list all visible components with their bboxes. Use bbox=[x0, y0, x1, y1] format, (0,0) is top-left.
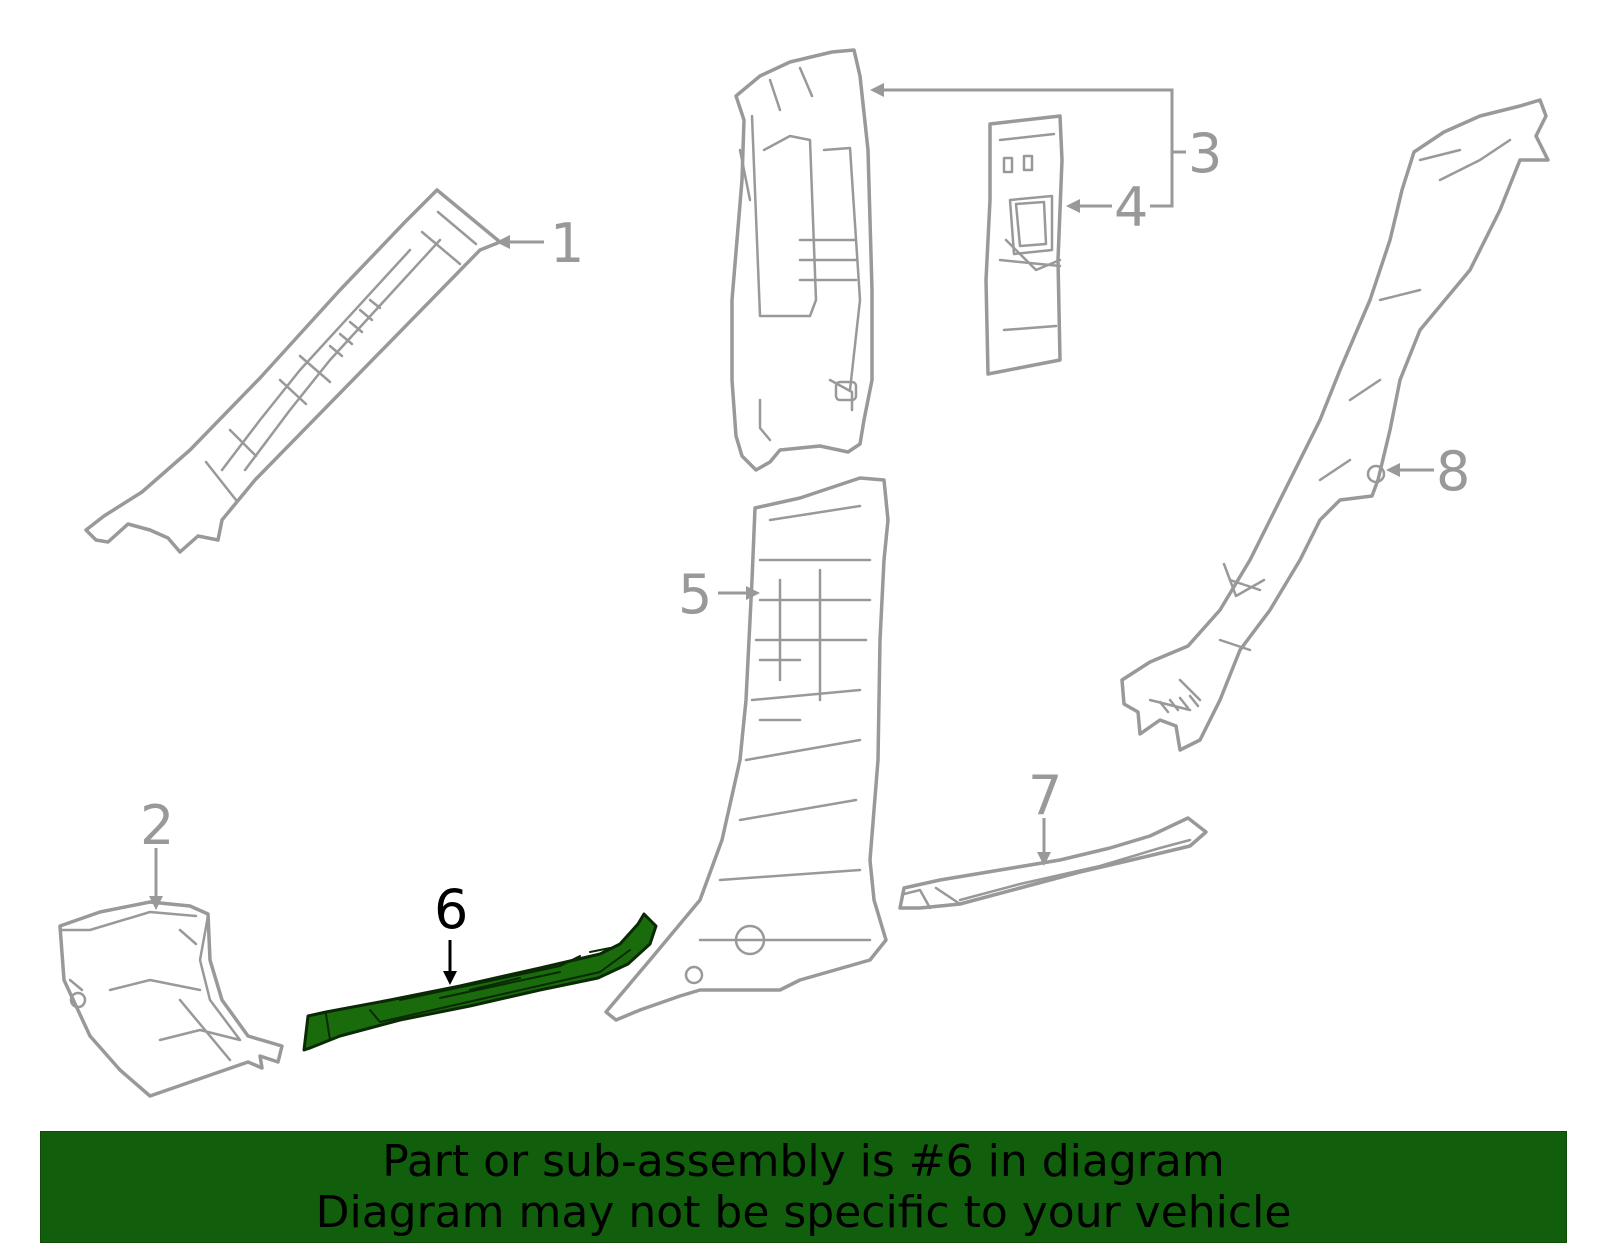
callout-5[interactable]: 5 bbox=[678, 563, 712, 626]
callout-labels: 1 2 3 4 5 6 7 8 bbox=[140, 122, 1470, 941]
callout-1[interactable]: 1 bbox=[550, 212, 584, 275]
callout-8[interactable]: 8 bbox=[1436, 440, 1470, 503]
part-3-b-pillar-upper-trim[interactable] bbox=[730, 48, 874, 472]
callout-2[interactable]: 2 bbox=[140, 794, 174, 857]
callout-leaders bbox=[149, 83, 1434, 985]
banner-line-part: Part or sub-assembly is #6 in diagram bbox=[382, 1136, 1225, 1187]
part-7-rear-sill-trim[interactable] bbox=[898, 816, 1208, 910]
info-banner: Part or sub-assembly is #6 in diagram Di… bbox=[40, 1131, 1567, 1243]
part-6-scuff-plate[interactable] bbox=[302, 912, 658, 1052]
part-8-c-pillar-trim[interactable] bbox=[1120, 98, 1550, 752]
callout-4[interactable]: 4 bbox=[1114, 176, 1148, 239]
callout-7[interactable]: 7 bbox=[1028, 764, 1062, 827]
part-5-b-pillar-lower-trim[interactable] bbox=[604, 476, 890, 1022]
part-4-pillar-handle[interactable] bbox=[984, 114, 1064, 376]
callout-6[interactable]: 6 bbox=[434, 878, 468, 941]
parts-diagram: 1 2 3 4 5 6 7 8 bbox=[58, 48, 1550, 1098]
part-1-a-pillar-trim[interactable] bbox=[84, 188, 502, 554]
banner-line-disclaimer: Diagram may not be specific to your vehi… bbox=[315, 1187, 1292, 1238]
part-2-kick-panel[interactable] bbox=[58, 900, 284, 1098]
callout-3[interactable]: 3 bbox=[1188, 122, 1222, 185]
